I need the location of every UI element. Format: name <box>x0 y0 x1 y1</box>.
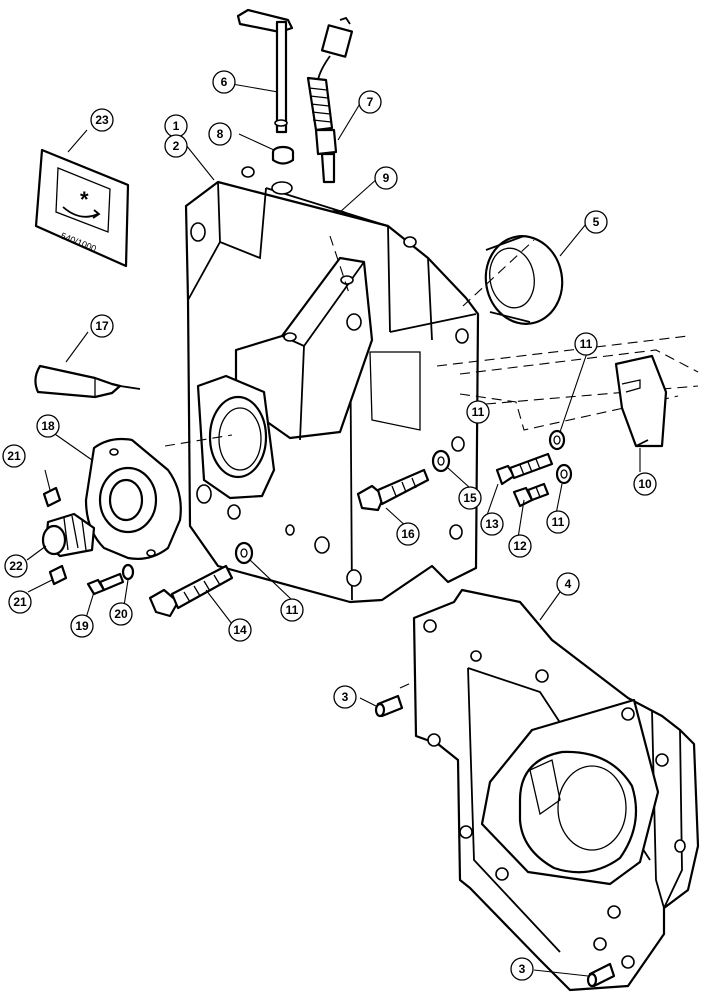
callout-19: 19 <box>70 614 94 638</box>
retaining-clip-21b <box>48 564 68 586</box>
callout-label: 13 <box>485 517 499 531</box>
callout-17: 17 <box>90 314 114 338</box>
callout-16: 16 <box>396 522 420 546</box>
callout-label: 11 <box>286 603 299 617</box>
callout-7: 7 <box>358 90 382 114</box>
callout-11: 11 <box>574 332 598 356</box>
callout-label: 9 <box>383 171 390 185</box>
callout-label: 11 <box>472 405 485 419</box>
dowel-pin-lower <box>586 962 616 988</box>
callout-label: 21 <box>13 595 27 609</box>
callout-6: 6 <box>212 70 236 94</box>
washers-and-bolts <box>86 429 573 618</box>
callout-label: 6 <box>221 75 228 89</box>
callout-label: 7 <box>367 95 374 109</box>
callout-label: 17 <box>95 319 109 333</box>
callout-1: 1 <box>164 114 188 138</box>
cover-plate-18 <box>84 437 182 560</box>
callout-label: 2 <box>173 139 180 153</box>
callout-20: 20 <box>109 602 133 626</box>
callout-label: 23 <box>95 113 109 127</box>
callout-3: 3 <box>510 957 534 981</box>
callout-label: 8 <box>217 127 224 141</box>
temperature-sensor <box>306 16 354 184</box>
callout-10: 10 <box>633 472 657 496</box>
callout-label: 3 <box>342 690 349 704</box>
dowel-pin-upper <box>374 694 404 718</box>
callout-14: 14 <box>228 618 252 642</box>
callout-8: 8 <box>208 122 232 146</box>
dipstick <box>236 8 294 134</box>
callout-13: 13 <box>480 512 504 536</box>
callout-21: 21 <box>8 590 32 614</box>
callout-label: 11 <box>552 515 565 529</box>
callout-label: 21 <box>7 449 21 463</box>
callout-label: 14 <box>233 623 247 637</box>
callout-label: 10 <box>638 477 652 491</box>
callout-label: 5 <box>593 215 600 229</box>
callout-label: 3 <box>519 962 526 976</box>
callout-11: 11 <box>546 510 570 534</box>
callout-label: 22 <box>9 559 23 573</box>
callout-label: 16 <box>401 527 415 541</box>
callout-label: 12 <box>513 539 527 553</box>
callout-22: 22 <box>4 554 28 578</box>
callout-label: 19 <box>75 619 89 633</box>
callout-5: 5 <box>584 210 608 234</box>
callout-18: 18 <box>36 414 60 438</box>
callout-label: 18 <box>41 419 55 433</box>
callout-label: 1 <box>173 119 180 133</box>
callout-2: 2 <box>164 134 188 158</box>
callout-9: 9 <box>374 166 398 190</box>
callout-23: 23 <box>90 108 114 132</box>
callout-label: 4 <box>565 577 572 591</box>
callout-12: 12 <box>508 534 532 558</box>
callout-4: 4 <box>556 572 580 596</box>
callout-group: 1233456789101111111112131415161718192021… <box>2 70 657 981</box>
decal-symbol: * <box>80 187 89 212</box>
sealant-tube <box>34 364 141 399</box>
pto-housing <box>184 166 480 604</box>
retaining-clip-21a <box>42 486 62 508</box>
washer-9 <box>271 145 295 165</box>
bracket-10 <box>614 354 668 448</box>
oil-seal <box>484 235 564 325</box>
decal-540-1000: * 540/1000 <box>34 148 130 268</box>
callout-3: 3 <box>333 685 357 709</box>
callout-15: 15 <box>458 486 482 510</box>
protective-cap-22 <box>41 512 96 558</box>
callout-11: 11 <box>466 400 490 424</box>
callout-21: 21 <box>2 444 26 468</box>
callout-label: 20 <box>114 607 128 621</box>
callout-label: 15 <box>463 491 477 505</box>
callout-label: 11 <box>580 337 593 351</box>
callout-11: 11 <box>280 598 304 622</box>
leader-lines <box>26 83 641 977</box>
rear-housing-4 <box>412 588 700 992</box>
